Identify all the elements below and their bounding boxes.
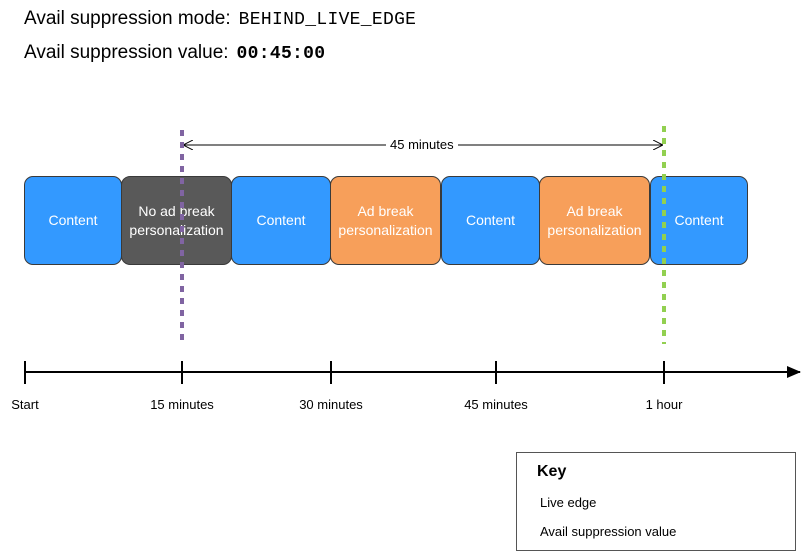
suppression-value-line: Avail suppression value: 00:45:00	[24, 42, 325, 64]
legend-key: Key Live edge Avail suppression value	[516, 452, 796, 551]
segment-content-3: Content	[441, 176, 540, 265]
segment-content-4: Content	[650, 176, 748, 265]
segment-label: Ad break personalization	[338, 202, 433, 238]
legend-title: Key	[537, 463, 567, 480]
segment-no-ad-break: No ad break personalization	[121, 176, 232, 265]
tick-label-1h: 1 hour	[645, 397, 683, 412]
tick-label-45: 45 minutes	[464, 397, 528, 412]
legend-avail-suppression-label: Avail suppression value	[540, 524, 677, 539]
segment-label: Content	[256, 212, 306, 228]
legend-live-edge-label: Live edge	[540, 495, 597, 510]
tick-label-30: 30 minutes	[299, 397, 363, 412]
suppression-value-value: 00:45:00	[236, 44, 326, 64]
segment-label: No ad break personalization	[129, 202, 224, 238]
tick-label-15: 15 minutes	[150, 397, 214, 412]
dimension-label: 45 minutes	[386, 137, 458, 152]
segment-label: Ad break personalization	[547, 202, 642, 238]
segment-content-2: Content	[231, 176, 331, 265]
segment-label: Content	[465, 212, 516, 228]
tick-label-start: Start	[11, 397, 39, 412]
suppression-value-label: Avail suppression value:	[24, 42, 229, 63]
segment-ad-break-2: Ad break personalization	[539, 176, 650, 265]
suppression-mode-label: Avail suppression mode:	[24, 8, 231, 29]
suppression-mode-value: BEHIND_LIVE_EDGE	[238, 10, 417, 30]
segment-ad-break-1: Ad break personalization	[330, 176, 441, 265]
suppression-mode-line: Avail suppression mode: BEHIND_LIVE_EDGE	[24, 8, 416, 30]
segment-label: Content	[674, 212, 724, 228]
segment-label: Content	[48, 212, 98, 228]
